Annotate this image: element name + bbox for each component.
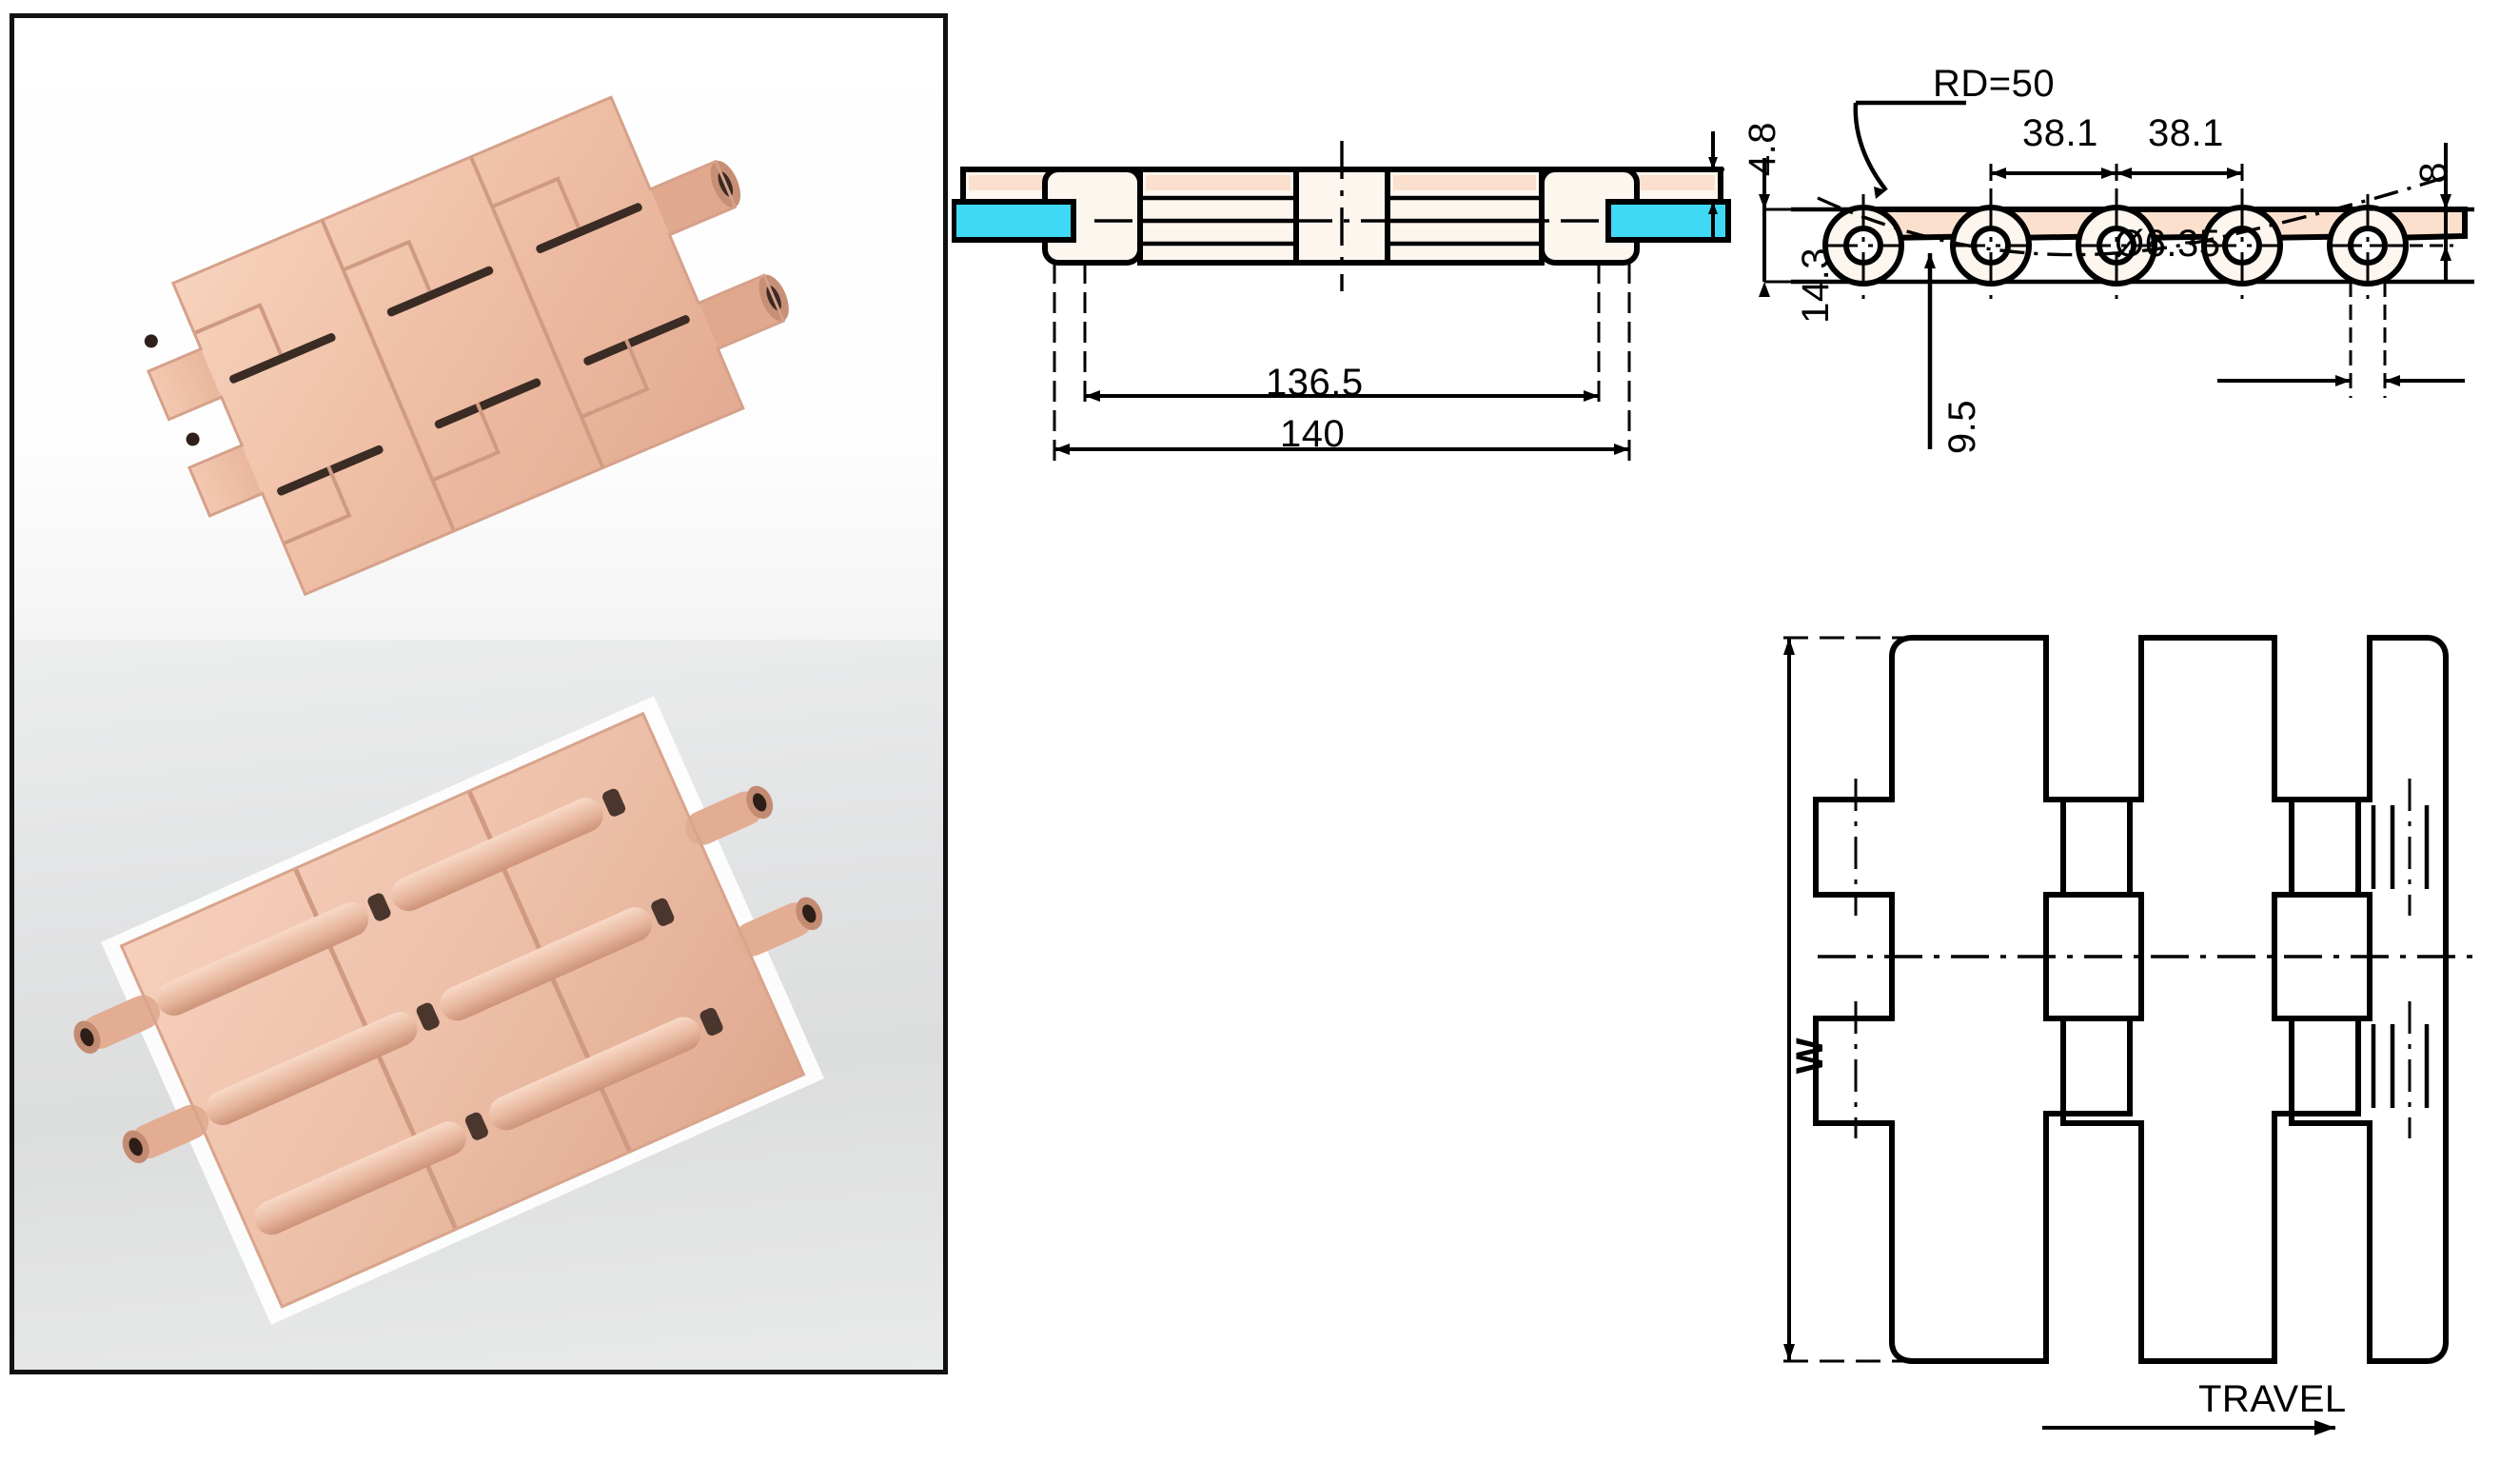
dim-pin-to-top-label: 9.5 (1941, 400, 1983, 455)
travel-direction-label: TRAVEL (2198, 1378, 2347, 1420)
front-elevation-view (952, 131, 1731, 461)
dim-pitch-1-label: 38.1 (2022, 112, 2098, 154)
technical-drawing-area: 136.5 140 4.8 (952, 0, 2520, 1462)
side-elevation-view (1759, 100, 2474, 449)
dim-overall-width-label: 140 (1280, 413, 1346, 455)
dim-overall-height-label: 14.3 (1795, 247, 1837, 324)
plan-view (1783, 635, 2480, 1435)
photo-chain-under-face (73, 696, 825, 1325)
dim-pin-diameter-label: Ø6.35 (2115, 223, 2221, 265)
dim-pitch-2-label: 38.1 (2148, 112, 2224, 154)
dim-plate-width-label: 136.5 (1266, 362, 1364, 404)
photo-chain-top-face (144, 95, 789, 597)
dim-plate-height-right-label: 8 (2412, 162, 2454, 184)
note-flex-radius-label: RD=50 (1933, 63, 2056, 105)
dim-chain-width-label: W (1789, 1037, 1831, 1075)
product-photo-panel (10, 13, 948, 1374)
